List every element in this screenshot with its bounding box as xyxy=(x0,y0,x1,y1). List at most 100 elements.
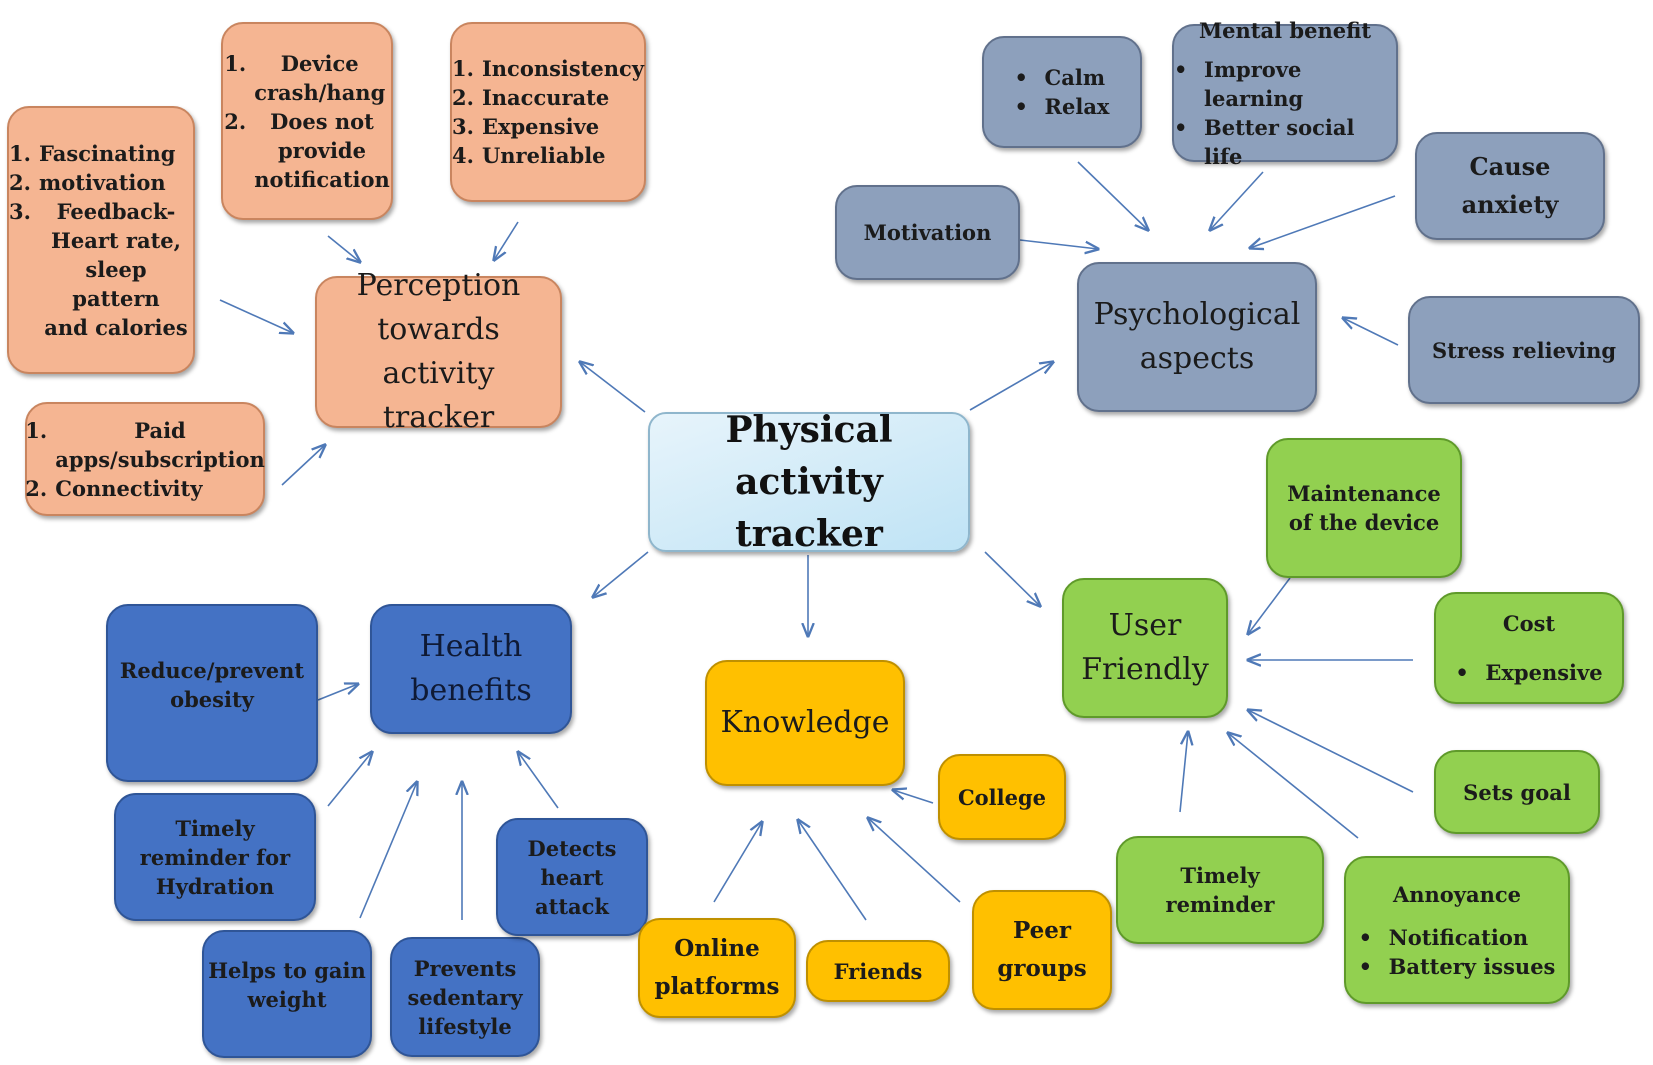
uf-reminder-box: Timely reminder xyxy=(1116,836,1324,944)
uf-maintenance-box: Maintenance of the device xyxy=(1266,438,1462,578)
motivation-label: Motivation xyxy=(863,220,992,245)
list-marker: 2. xyxy=(451,85,474,110)
list-item: 4.Unreliable xyxy=(452,141,644,170)
heart-line-2: heart xyxy=(540,864,604,890)
health-title-line-2: benefits xyxy=(410,673,532,708)
health-hydration-box: Timely reminder for Hydration xyxy=(114,793,316,921)
arrow-center-perception xyxy=(580,362,646,413)
list-text: notification xyxy=(254,166,390,192)
knowledge-friends-box: Friends xyxy=(806,940,950,1002)
list-item: •Notification xyxy=(1359,923,1556,952)
psychological-title-line-1: Psychological xyxy=(1093,297,1301,332)
list-text: provide xyxy=(278,137,366,163)
arrow-center-user-friendly xyxy=(984,551,1040,606)
arrow-center-psychological xyxy=(969,362,1053,411)
list-item: •Expensive xyxy=(1455,658,1602,687)
knowledge-college-box: College xyxy=(938,754,1066,840)
hydration-line-2: reminder for xyxy=(139,844,291,870)
weight-line-1: Helps to gain xyxy=(208,958,366,983)
uf-annoyance-box: Annoyance •Notification •Battery issues xyxy=(1344,856,1570,1004)
arrow-benefits-perception xyxy=(219,299,293,333)
perception-issues-box: 1.Inconsistency 2.Inaccurate 3.Expensive… xyxy=(450,22,646,202)
weight-line-2: weight xyxy=(247,987,327,1012)
list-text: Better social life xyxy=(1204,114,1355,169)
arrow-anxiety-psychological xyxy=(1250,195,1396,248)
arrow-hydration-health xyxy=(327,752,372,807)
obesity-line-2: obesity xyxy=(170,687,254,712)
perception-node: Perception towards activity tracker xyxy=(315,268,562,435)
health-heart-box: Detects heart attack xyxy=(496,818,648,936)
list-item: •Battery issues xyxy=(1359,952,1556,981)
list-text: Calm xyxy=(1044,65,1106,90)
list-item: 2.motivation xyxy=(9,168,193,197)
psych-anxiety-box: Cause anxiety xyxy=(1415,132,1605,240)
annoyance-title: Annoyance xyxy=(1392,881,1522,907)
list-item: 3.Expensive xyxy=(452,112,644,141)
arrow-maintenance-user-friendly xyxy=(1248,577,1291,634)
bullet-icon: • xyxy=(1455,660,1469,685)
psychological-title-line-2: aspects xyxy=(1139,341,1255,376)
list-text: crash/hang xyxy=(254,79,386,105)
list-text: Notification xyxy=(1388,924,1529,950)
psychological-node: Psychological aspects xyxy=(1077,262,1317,412)
list-text: Fascinating xyxy=(39,140,176,166)
perception-benefits-box: 1. Fascinating 2.motivation 3. Feedback- … xyxy=(7,106,195,374)
list-text: Unreliable xyxy=(481,143,606,168)
hydration-line-1: Timely xyxy=(175,815,255,841)
list-item: • Calm xyxy=(1015,63,1110,92)
center-title-line-1: Physical activity xyxy=(725,409,893,503)
list-item: •Improve learning xyxy=(1174,55,1396,113)
bullet-icon: • xyxy=(1358,953,1373,979)
list-text: Feedback- xyxy=(56,198,176,224)
maintenance-line-2: of the device xyxy=(1288,510,1440,535)
arrow-calm-psychological xyxy=(1077,161,1148,230)
list-marker: 1. xyxy=(9,140,31,166)
psych-stress-box: Stress relieving xyxy=(1408,296,1640,404)
arrow-college-knowledge xyxy=(893,790,934,804)
online-line-1: Online xyxy=(674,935,760,962)
stress-label: Stress relieving xyxy=(1431,337,1617,363)
heart-line-1: Detects xyxy=(527,835,617,861)
list-text: Device xyxy=(280,50,359,76)
center-title-line-2: tracker xyxy=(735,513,883,555)
heart-line-3: attack xyxy=(535,893,609,919)
online-line-2: platforms xyxy=(654,973,780,1000)
user-friendly-title-line-1: User xyxy=(1108,608,1182,643)
list-text: apps/subscription xyxy=(55,446,265,472)
maintenance-line-1: Maintenance xyxy=(1287,481,1441,506)
bullet-icon: • xyxy=(1174,114,1188,140)
anxiety-line-2: anxiety xyxy=(1461,190,1559,219)
obesity-line-1: Reduce/prevent xyxy=(119,658,305,683)
list-text: Relax xyxy=(1044,94,1110,119)
arrow-center-health xyxy=(593,551,649,597)
center-node: Physical activity tracker xyxy=(648,409,970,555)
health-weight-box: Helps to gain weight xyxy=(202,930,372,1058)
psych-calm-box: • Calm • Relax xyxy=(982,36,1142,148)
list-marker: 1. xyxy=(224,50,247,76)
sedentary-line-1: Prevents xyxy=(413,955,517,981)
arrow-friends-knowledge xyxy=(798,820,867,921)
list-text: Paid xyxy=(134,417,186,443)
bullet-icon: • xyxy=(1014,65,1028,90)
psych-mental-box: Mental benefit •Improve learning •Better… xyxy=(1172,18,1398,169)
health-title-line-1: Health xyxy=(419,629,523,664)
arrow-annoyance-user-friendly xyxy=(1228,733,1359,839)
reminder-line-2: reminder xyxy=(1165,892,1275,917)
list-marker: 2. xyxy=(25,475,48,501)
list-marker: 2. xyxy=(224,108,247,134)
perception-title-line-3: tracker xyxy=(382,400,495,435)
arrow-obesity-health xyxy=(317,684,358,701)
list-text: Inconsistency xyxy=(481,56,645,81)
list-item: 3. Feedback- Heart rate, sleep pattern a… xyxy=(9,197,193,342)
list-marker: 2. xyxy=(9,169,31,195)
anxiety-line-1: Cause xyxy=(1469,152,1551,181)
reminder-line-1: Timely xyxy=(1180,863,1260,888)
hydration-line-3: Hydration xyxy=(155,873,275,899)
arrow-weight-health xyxy=(359,782,417,919)
college-label: College xyxy=(957,784,1047,810)
list-marker: 1. xyxy=(451,56,474,81)
